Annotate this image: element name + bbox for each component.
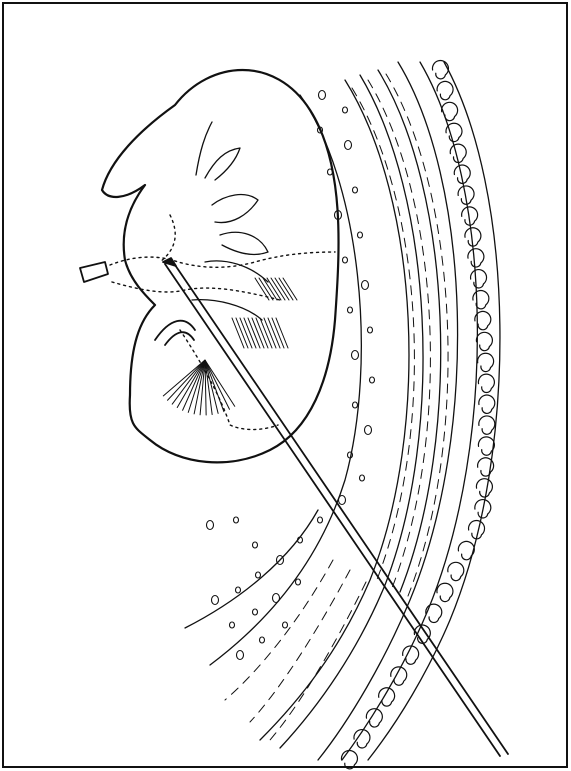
fat-dot: [230, 622, 235, 628]
fat-dot: [353, 187, 358, 193]
fat-dot: [212, 596, 219, 605]
fat-dot: [358, 232, 363, 238]
fat-dot: [273, 594, 280, 603]
fat-dot: [260, 637, 265, 643]
bowel-loop: [478, 353, 494, 371]
bowel-loop: [468, 249, 484, 267]
fat-dot: [353, 402, 358, 408]
bowel-loop: [478, 458, 494, 476]
striation: [279, 278, 293, 300]
striation: [263, 278, 277, 300]
fat-dot: [319, 91, 326, 100]
kidney: [102, 70, 339, 462]
bowel-loop: [448, 562, 464, 580]
striation: [283, 278, 297, 300]
bowel-loop: [379, 688, 395, 706]
fat-dot: [362, 281, 369, 290]
fat-dot: [253, 609, 258, 615]
striation: [275, 278, 289, 300]
fat-dot: [368, 327, 373, 333]
bowel-loop: [437, 81, 453, 99]
bowel-loop: [476, 479, 492, 497]
body-wall-layers: [185, 62, 500, 760]
striation: [267, 278, 281, 300]
striation: [271, 278, 285, 300]
fat-dot: [343, 257, 348, 263]
striation: [168, 360, 205, 400]
fat-dot: [343, 107, 348, 113]
fat-dot: [360, 475, 365, 481]
bowel-loop: [473, 291, 489, 309]
bowel-loop: [442, 102, 458, 120]
bowel-loop: [432, 61, 448, 79]
bowel-loop: [471, 270, 487, 288]
fat-dot: [283, 622, 288, 628]
fat-dot: [345, 141, 352, 150]
fat-dot: [256, 572, 261, 578]
figure-frame: [3, 3, 567, 767]
fat-dots: [207, 91, 375, 660]
bowel-loop: [476, 332, 492, 350]
bowel-loop: [478, 374, 494, 392]
bowel-loop: [437, 583, 453, 601]
striation: [205, 360, 218, 413]
fat-dot: [318, 517, 323, 523]
fat-dot: [370, 377, 375, 383]
fat-dot: [253, 542, 258, 548]
striation: [177, 360, 205, 407]
fat-dot: [348, 307, 353, 313]
bowel-loop: [446, 123, 462, 141]
fat-dot: [236, 587, 241, 593]
fat-dot: [207, 521, 214, 530]
bowel-loop: [479, 395, 495, 413]
fat-dot: [339, 496, 346, 505]
fat-dot: [234, 517, 239, 523]
fat-dot: [237, 651, 244, 660]
fat-dot: [296, 579, 301, 585]
fat-dot: [352, 351, 359, 360]
bowel-loop: [479, 416, 495, 434]
fat-dot: [365, 426, 372, 435]
bowel-loop: [426, 604, 442, 622]
